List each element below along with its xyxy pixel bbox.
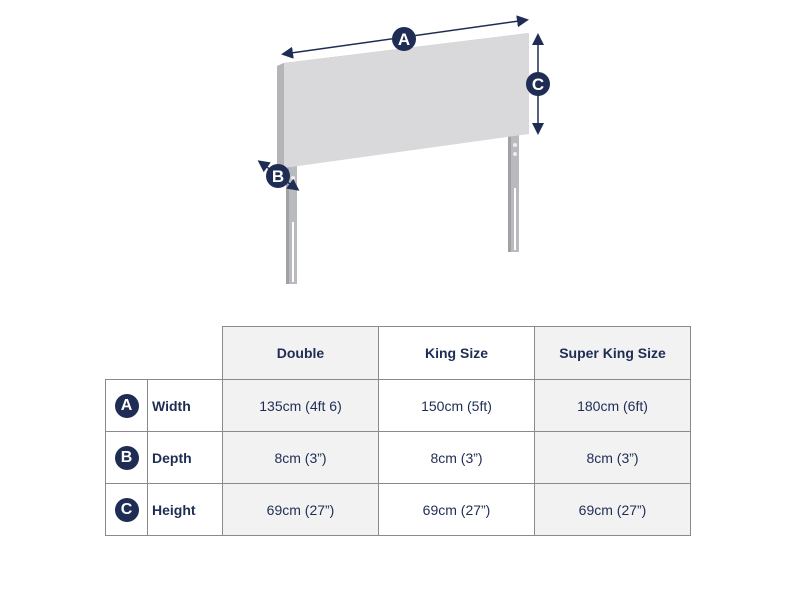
value-cell: 180cm (6ft) bbox=[534, 379, 691, 432]
headboard-diagram: A C B bbox=[257, 15, 550, 284]
row-label: Depth bbox=[147, 431, 223, 484]
table-row-height: C Height 69cm (27”) 69cm (27”) 69cm (27”… bbox=[105, 483, 691, 536]
value-cell: 150cm (5ft) bbox=[378, 379, 535, 432]
value-cell: 69cm (27”) bbox=[534, 483, 691, 536]
value-cell: 69cm (27”) bbox=[378, 483, 535, 536]
marker-c-letter: C bbox=[532, 75, 544, 94]
value-cell: 8cm (3”) bbox=[222, 431, 379, 484]
row-label: Height bbox=[147, 483, 223, 536]
value-cell: 8cm (3”) bbox=[378, 431, 535, 484]
column-header-king-size: King Size bbox=[378, 326, 535, 380]
column-header-double: Double bbox=[222, 326, 379, 380]
marker-b-letter: B bbox=[272, 167, 284, 186]
value-cell: 135cm (4ft 6) bbox=[222, 379, 379, 432]
dimension-c-marker: C bbox=[526, 33, 550, 135]
badge-a-icon: A bbox=[114, 393, 139, 418]
marker-a-letter: A bbox=[398, 30, 410, 49]
badge-cell: A bbox=[105, 379, 148, 432]
right-leg bbox=[508, 130, 519, 252]
badge-cell: C bbox=[105, 483, 148, 536]
column-header-super-king-size: Super King Size bbox=[534, 326, 691, 380]
value-cell: 69cm (27”) bbox=[222, 483, 379, 536]
badge-c-icon: C bbox=[114, 497, 139, 522]
dimensions-table: Double King Size Super King Size A Width… bbox=[105, 326, 691, 536]
value-cell: 8cm (3”) bbox=[534, 431, 691, 484]
dimension-b-marker: B bbox=[257, 160, 300, 191]
badge-cell: B bbox=[105, 431, 148, 484]
badge-b-icon: B bbox=[114, 445, 139, 470]
empty-corner-cell bbox=[105, 326, 148, 380]
dimension-a-marker: A bbox=[281, 15, 529, 59]
empty-corner-cell bbox=[147, 326, 223, 380]
headboard-panel bbox=[277, 33, 529, 170]
table-header-row: Double King Size Super King Size bbox=[105, 326, 691, 380]
row-label: Width bbox=[147, 379, 223, 432]
table-row-width: A Width 135cm (4ft 6) 150cm (5ft) 180cm … bbox=[105, 379, 691, 432]
table-row-depth: B Depth 8cm (3”) 8cm (3”) 8cm (3”) bbox=[105, 431, 691, 484]
